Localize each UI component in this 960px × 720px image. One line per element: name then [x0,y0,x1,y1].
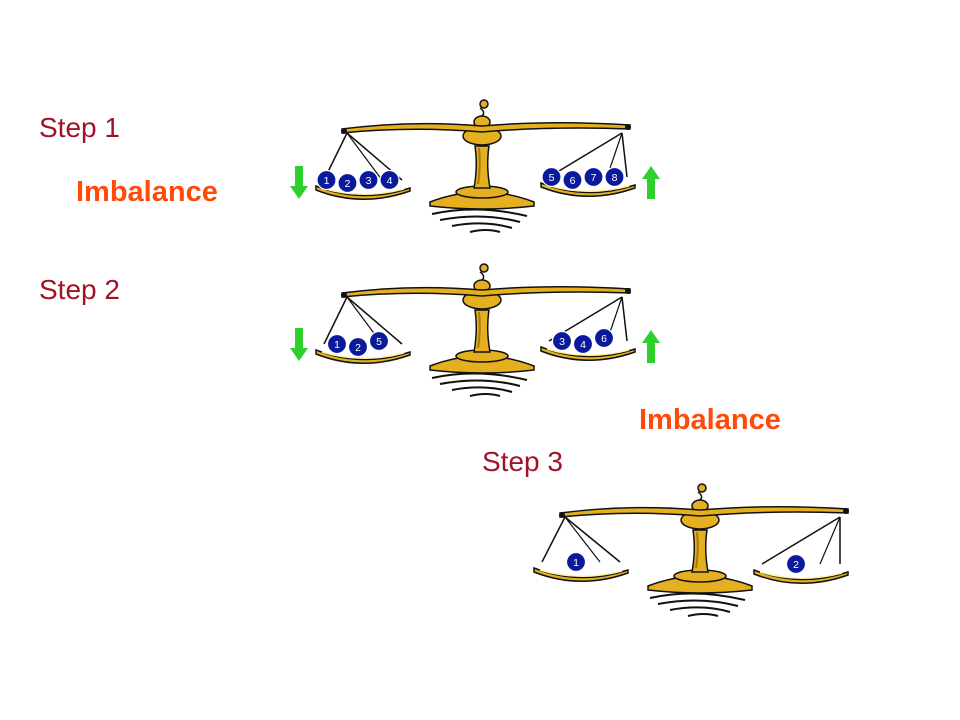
step-1-right-weight-label: 5 [549,172,555,184]
step-3-label: Step 3 [482,446,563,477]
step-2-right-weight-ball: 6 [593,327,615,349]
step-2-right-weight-label: 6 [601,333,607,345]
step-1-left-weight-ball: 1 [316,169,337,191]
step-1-left-weight-label: 3 [366,175,372,187]
step-1-left-weight-ball: 4 [379,169,400,191]
step-2-right-up-arrow-icon [642,330,660,363]
step-1-right-weight-label: 8 [612,172,618,184]
step-1-left-weight-label: 2 [345,178,351,190]
step-1-right-weight-ball: 8 [604,166,625,188]
step-2-right-weight-ball: 4 [572,333,594,355]
step-1-left-down-arrow-icon [290,166,308,199]
step-2-right-weight-ball: 3 [551,330,573,352]
step-1-left-weight-label: 1 [324,175,330,187]
step-2-left-weight-ball: 1 [326,333,348,355]
step-3-left-weight-ball: 1 [565,551,587,573]
step-2-right-weight-label: 3 [559,336,565,348]
step-1-left-weight-ball: 2 [337,172,358,194]
step-3-left-weight-label: 1 [573,557,579,569]
step-3-right-weight-label: 2 [793,559,799,571]
step-2-right-weight-label: 4 [580,339,586,351]
step-1-left-weight-label: 4 [387,175,393,187]
step-1-status: Imbalance [76,176,218,208]
step-1-balance-scale-icon: 1 2 3 4 5 6 7 8 [315,99,636,233]
step-2-label: Step 2 [39,274,120,305]
step-1-right-weight-ball: 6 [562,169,583,191]
step-1-right-weight-label: 7 [591,172,597,184]
step-2-balance-scale-icon: 1 2 5 3 4 6 [315,263,636,397]
step-2-status: Imbalance [639,404,781,436]
step-1-label: Step 1 [39,112,120,143]
step-2-left-weight-label: 1 [334,339,340,351]
step-2-left-weight-label: 2 [355,342,361,354]
step-1-right-weight-ball: 5 [541,166,562,188]
step-1-right-up-arrow-icon [642,166,660,199]
step-1-right-weight-ball: 7 [583,166,604,188]
step-1-left-weight-ball: 3 [358,169,379,191]
step-2-left-weight-ball: 2 [347,336,369,358]
step-2-left-down-arrow-icon [290,328,308,361]
step-2-left-weight-ball: 5 [368,330,390,352]
step-2-left-weight-label: 5 [376,336,382,348]
step-3-right-weight-ball: 2 [785,553,807,575]
step-1-right-weight-label: 6 [570,175,576,187]
